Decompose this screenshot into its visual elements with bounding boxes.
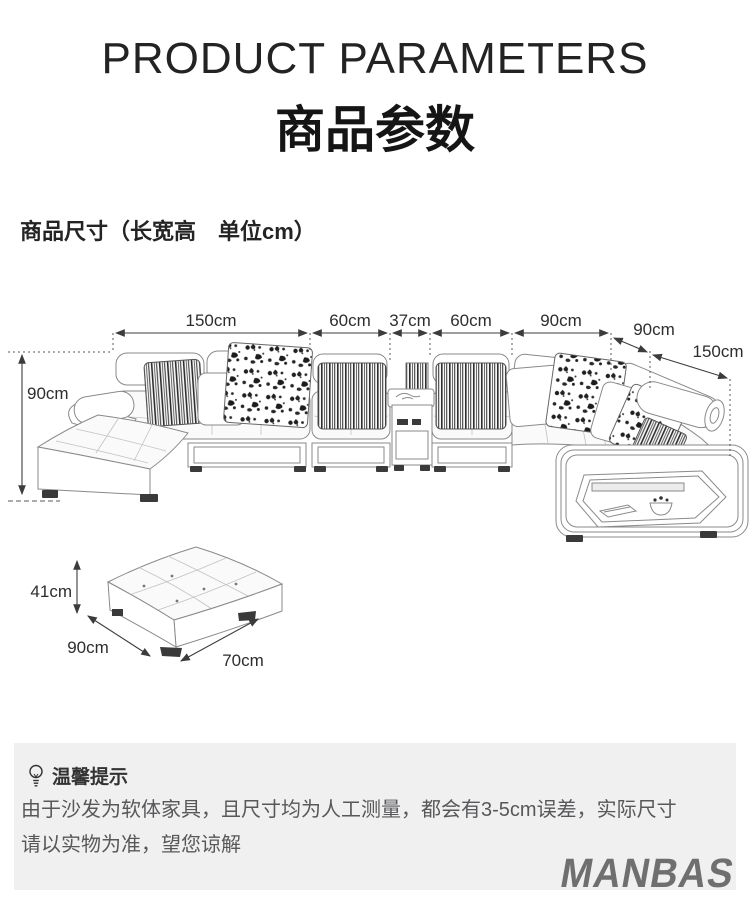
brand-logo: MANBAS bbox=[557, 851, 739, 897]
dim-label-corner-90: 90cm bbox=[540, 311, 582, 330]
dim-label-seat-60a: 60cm bbox=[329, 311, 371, 330]
tip-title: 温馨提示 bbox=[52, 767, 129, 788]
dim-label-seat-60b: 60cm bbox=[450, 311, 492, 330]
size-section-heading: 商品尺寸（长宽高 单位cm） bbox=[20, 219, 316, 244]
warm-tip-box: 温馨提示 由于沙发为软体家具，且尺寸均为人工测量，都会有3-5cm误差，实际尺寸… bbox=[14, 743, 736, 890]
dimension-annotations: 150cm 60cm 37cm 60cm 90cm 90cm 150cm 90c… bbox=[8, 311, 744, 670]
ottoman bbox=[106, 546, 284, 657]
sofa-pillows bbox=[143, 342, 688, 475]
page-title-cn: 商品参数 bbox=[275, 102, 475, 158]
right-armrest-shelf bbox=[555, 444, 749, 542]
dim-label-ottoman-90: 90cm bbox=[67, 638, 109, 657]
dim-label-seat-150: 150cm bbox=[185, 311, 236, 330]
sofa-illustration bbox=[36, 342, 749, 657]
page-title-en: PRODUCT PARAMETERS bbox=[101, 34, 649, 83]
tip-text-line1: 由于沙发为软体家具，且尺寸均为人工测量，都会有3-5cm误差，实际尺寸 bbox=[21, 799, 677, 821]
tip-text: 由于沙发为软体家具，且尺寸均为人工测量，都会有3-5cm误差，实际尺寸 请以实物… bbox=[21, 793, 677, 863]
sofa-dimension-diagram: 150cm 60cm 37cm 60cm 90cm 90cm 150cm 90c… bbox=[0, 295, 750, 690]
dim-label-right-150: 150cm bbox=[692, 342, 743, 361]
dim-label-height-90: 90cm bbox=[27, 384, 69, 403]
bolster-pillow bbox=[636, 381, 725, 432]
dim-label-ottoman-41: 41cm bbox=[30, 582, 72, 601]
middle-console bbox=[387, 362, 435, 471]
dim-label-ottoman-70: 70cm bbox=[222, 651, 264, 670]
sofa-line-drawing: 150cm 60cm 37cm 60cm 90cm 90cm 150cm 90c… bbox=[8, 311, 749, 670]
tip-title-row: 温馨提示 bbox=[28, 762, 128, 789]
lightbulb-icon bbox=[29, 764, 43, 787]
dim-label-console-37: 37cm bbox=[389, 311, 431, 330]
bowl-sketch bbox=[649, 502, 673, 516]
chaise-lounge bbox=[36, 390, 189, 502]
base-panels bbox=[187, 442, 662, 484]
dim-label-back-depth-90: 90cm bbox=[633, 320, 675, 339]
tip-text-line2: 请以实物为准，望您谅解 bbox=[21, 834, 241, 856]
